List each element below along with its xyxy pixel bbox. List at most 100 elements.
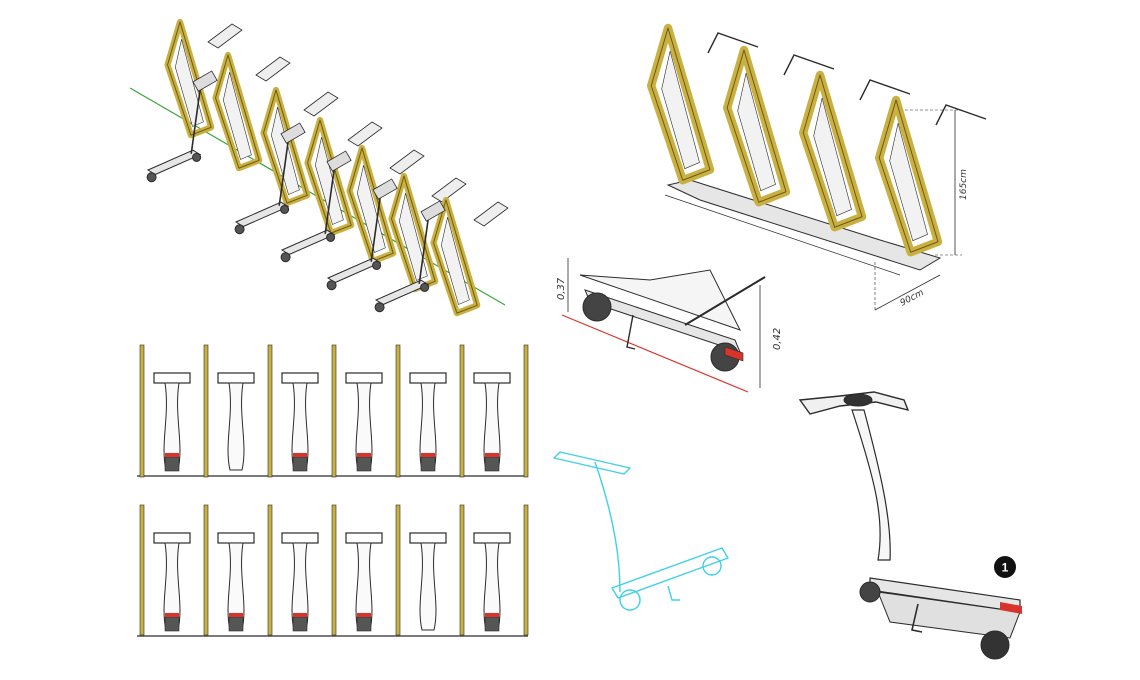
- rack-inner-panel: [813, 98, 852, 217]
- rack-inner-panel: [357, 165, 386, 253]
- scooter-wheel: [326, 232, 336, 242]
- rack-post: [523, 344, 529, 478]
- scooter-low-height-label: 0,37: [556, 277, 567, 300]
- length-dimension-line: [664, 194, 901, 276]
- scooter-wheel: [374, 302, 385, 313]
- top-scooter-light: [293, 613, 307, 617]
- rack-post: [395, 504, 401, 636]
- rack-inner-panel: [889, 123, 928, 242]
- top-scooter-base: [356, 616, 372, 632]
- rack-post: [203, 504, 209, 636]
- rack-post: [139, 344, 145, 478]
- top-view-row-2: [137, 504, 529, 637]
- top-empty-slot-stem: [419, 542, 437, 631]
- top-scooter-base: [484, 456, 500, 472]
- top-scooter-light: [357, 453, 371, 457]
- ground-line-red: [561, 314, 749, 393]
- scooter-stem: [418, 218, 429, 284]
- scooter-wheel: [372, 260, 382, 270]
- top-handlebar: [281, 532, 319, 544]
- scooter-handlebar: [192, 70, 218, 92]
- top-handlebar: [153, 532, 191, 544]
- big-tail-light: [1000, 602, 1022, 614]
- cyan-kickstand: [667, 585, 680, 601]
- rack-inner-panel: [661, 51, 700, 170]
- rack-depth-label: 90cm: [899, 288, 926, 309]
- side-tail-light: [724, 346, 744, 362]
- rack-inner-panel: [315, 137, 344, 225]
- rack-inner-panel: [399, 193, 428, 281]
- rack-post: [331, 344, 337, 478]
- top-empty-slot-stem: [227, 382, 245, 471]
- top-handlebar: [345, 532, 383, 544]
- rack-post: [523, 504, 529, 636]
- scooter-wheel: [420, 282, 430, 292]
- rack-handle-holder: [255, 56, 291, 82]
- rack-wood-frame-edge: [215, 54, 260, 169]
- top-scooter-base: [356, 456, 372, 472]
- rack-top-bracket: [859, 79, 911, 101]
- top-scooter-light: [165, 613, 179, 617]
- rack-post: [267, 504, 273, 636]
- rack-handle-holder: [473, 201, 509, 227]
- depth-dimension-line: [874, 274, 941, 311]
- rack-post: [459, 344, 465, 478]
- top-scooter-base: [420, 456, 436, 472]
- top-handlebar: [409, 372, 447, 384]
- rack-base-plate: [666, 179, 942, 271]
- big-deck-body: [877, 591, 1021, 639]
- rack-inner-panel: [271, 107, 300, 195]
- scooter-stem: [324, 168, 335, 234]
- top-scooter-light: [229, 613, 243, 617]
- rack-post: [267, 344, 273, 478]
- top-scooter-light: [293, 453, 307, 457]
- rack-post: [459, 504, 465, 636]
- rack-handle-holder: [389, 149, 425, 175]
- top-scooter-base: [484, 616, 500, 632]
- top-handlebar: [345, 372, 383, 384]
- big-front-wheel: [859, 581, 881, 603]
- rack-handle-holder: [207, 23, 243, 49]
- scooter-handlebar: [280, 122, 306, 144]
- top-view-row-1: [137, 344, 529, 478]
- top-scooter-base: [292, 456, 308, 472]
- scooter-handlebar: [420, 200, 446, 222]
- rack-wood-frame-edge: [433, 199, 478, 314]
- big-kickstand: [911, 603, 923, 633]
- scooter-deck: [326, 257, 382, 284]
- top-handlebar: [153, 372, 191, 384]
- rack-height-label: 165cm: [959, 169, 969, 200]
- rack-inner-panel: [441, 217, 470, 305]
- top-scooter-base: [292, 616, 308, 632]
- scooter-stem: [278, 140, 289, 206]
- scooter-deck: [146, 149, 202, 176]
- top-scooter-base: [164, 456, 180, 472]
- top-handlebar: [217, 372, 255, 384]
- cyan-rear-wheel: [619, 589, 641, 611]
- rack-wood-frame-edge: [263, 89, 308, 204]
- cyan-stem: [594, 461, 621, 593]
- rack-handle-holder: [347, 121, 383, 147]
- top-scooter-light: [485, 613, 499, 617]
- rack-wood-frame-edge: [650, 27, 711, 181]
- side-rear-wheel: [582, 292, 612, 322]
- callout-marker-circle: [994, 556, 1016, 578]
- scooter-stem: [190, 88, 201, 154]
- rack-post: [331, 504, 337, 636]
- top-scooter-light: [357, 613, 371, 617]
- scooter-deck: [280, 229, 336, 256]
- rack-post: [139, 504, 145, 636]
- rack-wood-frame-edge: [802, 74, 863, 228]
- rack-post: [203, 344, 209, 478]
- scooter-wheel: [234, 224, 245, 235]
- isometric-rack-row: [129, 18, 509, 317]
- scooter-wheel: [146, 172, 157, 183]
- rack-handle-holder: [431, 177, 467, 203]
- rack-top-bracket: [935, 104, 987, 126]
- top-scooter-light: [485, 453, 499, 457]
- cyan-deck: [611, 547, 729, 599]
- top-scooter-base: [228, 616, 244, 632]
- side-handlebar: [684, 276, 766, 326]
- wireframe-scooter-cyan: [553, 451, 729, 611]
